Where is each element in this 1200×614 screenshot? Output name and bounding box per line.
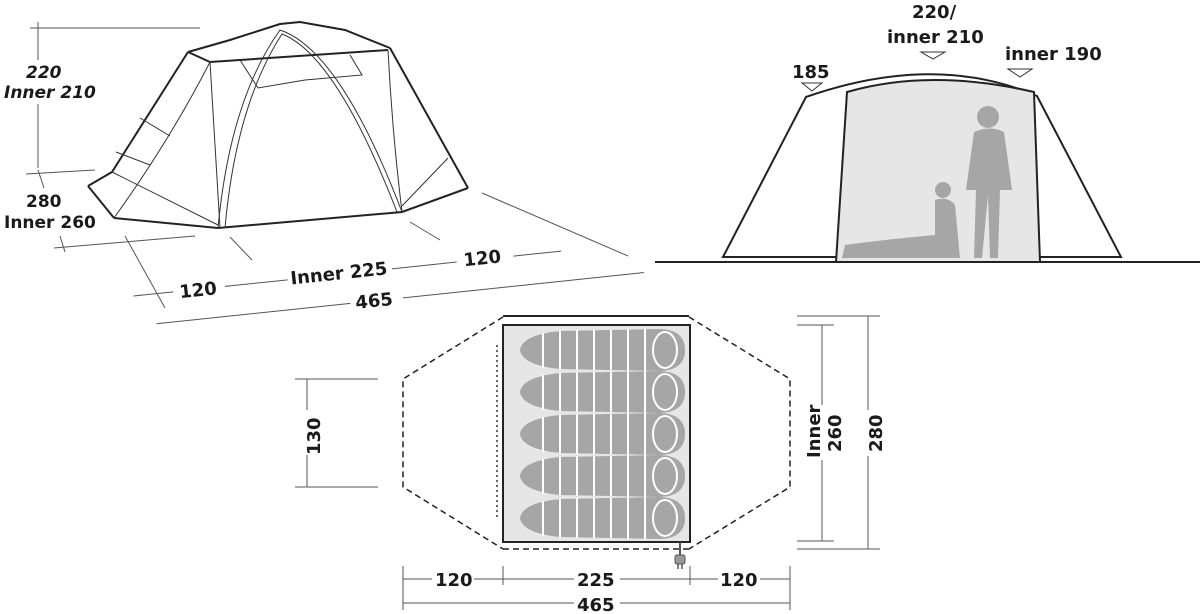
side-depth-label: 130 xyxy=(304,417,325,455)
inner-width-label-2: 260 xyxy=(825,414,846,452)
sitting-person-body xyxy=(842,198,960,258)
sitting-person-head xyxy=(935,182,951,198)
tent-base xyxy=(113,187,469,230)
total-length-label: 465 xyxy=(354,289,394,314)
vest-left-dim-a xyxy=(133,291,174,297)
width-dim-bottom xyxy=(53,235,196,249)
people-silhouettes xyxy=(842,106,1012,258)
width-dim-tick2 xyxy=(59,235,66,253)
vestibule-left-panel2 xyxy=(115,151,151,166)
total-dim-left xyxy=(156,302,351,325)
power-plug-icon xyxy=(674,542,686,569)
width-dim-tick xyxy=(37,169,45,189)
marker-185-icon xyxy=(800,82,824,92)
side-right-inner-label: inner 190 xyxy=(1005,44,1102,65)
vestibule-left-seam xyxy=(113,61,211,219)
tent-left-corner xyxy=(87,185,115,219)
inner-length-top-label: 225 xyxy=(577,570,615,591)
width-inner-label: Inner 260 xyxy=(4,213,96,233)
standing-person-body xyxy=(966,128,1012,258)
sleeping-bag xyxy=(520,455,685,497)
pole-right xyxy=(387,49,403,213)
height-label: 220 xyxy=(26,63,62,83)
width-dim-top xyxy=(25,169,96,175)
sleeping-bag xyxy=(520,413,685,455)
vestibule-right-label: 120 xyxy=(462,246,502,271)
vest-right-dim xyxy=(513,250,562,257)
vestibule-left-length-label: 120 xyxy=(435,570,473,591)
standing-person-head xyxy=(977,106,999,128)
tent-front-top xyxy=(187,49,389,64)
pole-left xyxy=(209,61,221,229)
vestibule-left-guy xyxy=(111,171,219,226)
total-dim-right xyxy=(403,272,644,299)
marker-peak-icon xyxy=(919,51,947,60)
outer-width-label: 280 xyxy=(866,414,887,452)
ext-line-left xyxy=(124,235,166,309)
sleeping-bag xyxy=(520,497,685,539)
width-label: 280 xyxy=(26,192,62,212)
inner-length-label: Inner 225 xyxy=(289,258,388,289)
roof-window xyxy=(239,54,363,89)
vestibule-right-length-label: 120 xyxy=(720,570,758,591)
inner-width-label-1: Inner xyxy=(804,404,825,458)
vest-left-dim-b xyxy=(224,279,288,287)
vestibule-right-outline xyxy=(688,316,791,550)
perspective-view: 220 Inner 210 280 Inner 260 120 Inner 2 xyxy=(4,20,644,325)
top-view: 130 xyxy=(295,315,887,614)
sleeping-bag xyxy=(520,329,685,371)
vestibule-right-seam xyxy=(401,157,449,207)
pole-arch-inner xyxy=(224,33,398,229)
tent-left-edge xyxy=(87,51,189,187)
side-peak-inner-label: inner 210 xyxy=(887,27,984,48)
ext-line-right xyxy=(481,192,629,257)
side-peak-label: 220/ xyxy=(912,2,957,23)
ext-line-mid-right xyxy=(409,221,441,241)
tent-right-edge xyxy=(389,47,469,189)
side-left-height-label: 185 xyxy=(792,62,830,83)
ext-line-mid-left xyxy=(229,236,253,261)
side-view: 185 220/ inner 210 inner 190 xyxy=(655,2,1200,263)
marker-190-icon xyxy=(1006,68,1034,78)
vestibule-left-outline xyxy=(402,316,504,550)
pole-arch xyxy=(217,29,403,229)
height-inner-label: Inner 210 xyxy=(4,83,96,103)
sleeping-bag xyxy=(520,371,685,413)
vestibule-left-panel1 xyxy=(139,117,171,137)
tent-ridge xyxy=(187,20,391,53)
vestibule-left-label: 120 xyxy=(178,278,218,303)
total-length-top-label: 465 xyxy=(577,595,615,614)
inner-dim-line xyxy=(391,261,457,270)
sleeping-bags xyxy=(520,329,685,539)
